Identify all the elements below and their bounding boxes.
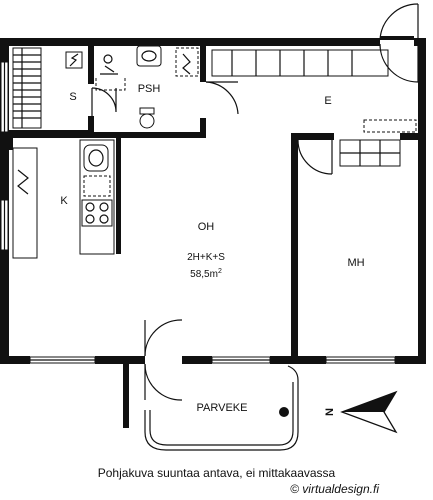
apartment-layout: 2H+K+S (187, 252, 225, 263)
kitchen: K (12, 139, 115, 259)
entrance-door-icon (379, 3, 419, 83)
windows (0, 61, 396, 364)
kitchen-sink-icon (83, 144, 109, 172)
plan-credit: © virtualdesign.fi (290, 482, 379, 496)
sink-icon (136, 45, 162, 67)
label-washroom: PSH (138, 83, 161, 95)
sauna-stove-icon (65, 51, 83, 69)
north-compass-icon: N (324, 390, 398, 434)
bedroom: MH (297, 139, 401, 269)
label-sauna: S (69, 91, 76, 103)
shower-icon (103, 54, 113, 64)
compass-letter: N (324, 408, 336, 416)
psh-door-icon (91, 87, 117, 113)
bedroom-door-icon (297, 139, 333, 175)
label-hall: E (324, 95, 331, 107)
drain-icon (279, 407, 289, 417)
hall-door-arc-icon (205, 81, 239, 115)
plan-caption: Pohjakuva suuntaa antava, ei mittakaavas… (97, 466, 336, 480)
label-kitchen: K (60, 195, 68, 207)
label-bedroom: MH (347, 257, 364, 269)
living-room: OH 2H+K+S 58,5m2 (187, 221, 225, 280)
balcony: PARVEKE (123, 364, 299, 451)
label-balcony: PARVEKE (197, 402, 248, 414)
balcony-door-icon (144, 319, 183, 401)
hall: E (211, 49, 417, 133)
sauna-room: S (12, 47, 83, 129)
apartment-area: 58,5m2 (190, 268, 222, 280)
washroom: PSH (91, 45, 199, 129)
stove-icon (81, 199, 113, 227)
label-living: OH (198, 221, 215, 233)
interior-walls (9, 44, 418, 364)
toilet-icon (139, 107, 155, 115)
